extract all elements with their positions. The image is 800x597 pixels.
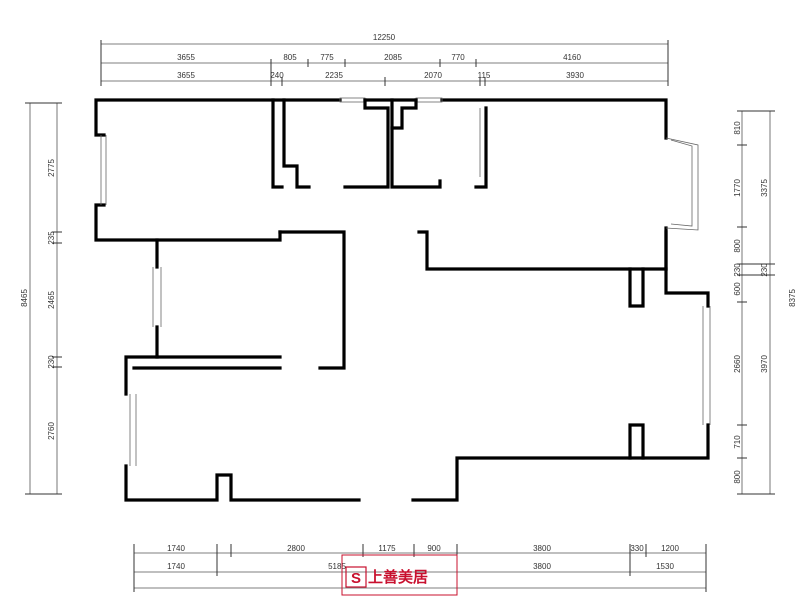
top-dimension-group: 12250 3655 805 775 2085 770 4160 3655 24… (100, 33, 669, 86)
dim-right-r2-2: 3970 (760, 355, 769, 373)
dim-right-r1-5: 2660 (733, 355, 742, 373)
dim-right-r1-4: 600 (733, 282, 742, 296)
dim-top-r1-4: 770 (451, 53, 465, 62)
dim-bottom-r1-2: 1175 (378, 544, 396, 553)
dim-top-r2-4: 115 (478, 71, 491, 80)
wall-bath1 (282, 98, 311, 189)
dim-bottom-r2-1: 5185 (328, 562, 346, 571)
wall-bedroom3-bottom (124, 464, 361, 502)
dim-left-total: 8465 (20, 289, 29, 307)
dim-top-r2-5: 3930 (566, 71, 584, 80)
dim-bottom-r1-0: 1740 (167, 544, 185, 553)
left-dimension-group: 8465 2775 235 2465 230 2760 (20, 102, 62, 495)
logo-text: 上善美居 (368, 568, 428, 586)
dim-bottom-r1-1: 2800 (287, 544, 305, 553)
wall-kitchen (474, 106, 488, 189)
dim-bottom-r1-4: 3800 (533, 544, 551, 553)
logo-mark: S (351, 570, 361, 587)
wall-pillar (628, 267, 645, 308)
wall-top-right (440, 98, 668, 140)
dim-right-r1-0: 810 (733, 121, 742, 135)
dim-top-r2-3: 2070 (424, 71, 442, 80)
wall-top-left (94, 98, 342, 137)
wall-bath2 (390, 98, 418, 130)
dim-right-r1-2: 800 (733, 239, 742, 253)
dim-top-r2-1: 240 (270, 71, 284, 80)
bottom-dimension-group: 1740 2800 1175 900 3800 330 1200 1740 51… (133, 544, 707, 592)
dim-top-r1-3: 2085 (384, 53, 402, 62)
dim-right-r1-7: 800 (733, 470, 742, 484)
wall-bath-center (343, 98, 390, 189)
wall-bedroom3 (124, 355, 159, 396)
dim-bottom-r2-3: 1530 (656, 562, 674, 571)
window-top-1 (339, 97, 366, 103)
wall-corridor-right (417, 230, 668, 271)
wall-bedroom2-left (155, 325, 282, 359)
dim-right-r1-3: 230 (733, 263, 742, 277)
dim-left-2: 2465 (47, 291, 56, 309)
dim-left-4: 2760 (47, 422, 56, 440)
dim-right-total: 8375 (788, 289, 797, 307)
bay-window (665, 137, 699, 231)
dim-top-r1-5: 4160 (563, 53, 581, 62)
wall-right-lower (411, 423, 710, 502)
dim-top-r2-2: 2235 (325, 71, 343, 80)
dim-left-1: 235 (47, 231, 56, 245)
dim-bottom-r2-2: 3800 (533, 562, 551, 571)
wall-bedroom1-right (271, 98, 284, 189)
dim-right-r1-1: 1770 (733, 179, 742, 197)
dim-bottom-r1-3: 900 (427, 544, 441, 553)
walls (94, 97, 711, 502)
right-dimension-group: 810 1770 800 230 600 2660 710 800 3375 2… (733, 110, 797, 495)
dim-left-3: 230 (47, 355, 56, 369)
dim-right-r1-6: 710 (733, 435, 742, 449)
dim-bottom-r1-5: 330 (630, 544, 644, 553)
wall-left-upper (94, 203, 282, 242)
dim-bottom-r2-0: 1740 (167, 562, 185, 571)
dim-right-r2-0: 3375 (760, 179, 769, 197)
brand-logo: S 上善美居 (341, 554, 458, 596)
dim-top-r1-1: 805 (283, 53, 297, 62)
wall-pillar-2 (628, 423, 645, 460)
wall-bath2-inner (390, 126, 442, 189)
wall-living-right (664, 267, 710, 308)
logo-mark-icon (345, 566, 367, 588)
dim-left-0: 2775 (47, 159, 56, 177)
dim-top-r1-0: 3655 (177, 53, 195, 62)
dim-right-r2-1: 230 (760, 263, 769, 277)
dim-top-r1-2: 775 (320, 53, 334, 62)
logo-frame (341, 554, 458, 596)
dim-top-total: 12250 (373, 33, 396, 42)
wall-corridor-left (278, 230, 346, 370)
dim-bottom-r1-6: 1200 (661, 544, 679, 553)
window-top-2 (415, 97, 443, 103)
dim-top-r2-0: 3655 (177, 71, 195, 80)
